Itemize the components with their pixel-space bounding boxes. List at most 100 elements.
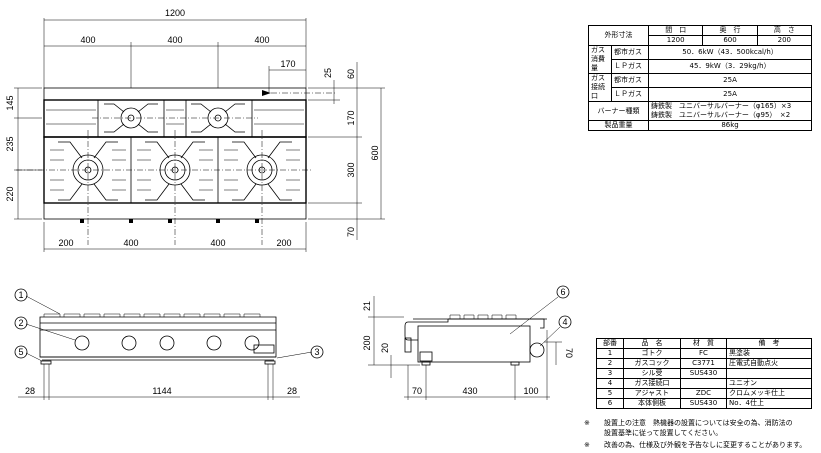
spec-city-gas-label: 都市ガス bbox=[610, 45, 650, 60]
part-name: シル受 bbox=[623, 368, 681, 379]
dim-left-145: 145 bbox=[5, 95, 15, 110]
part-note: 黒塗装 bbox=[726, 348, 812, 359]
svg-text:6: 6 bbox=[560, 287, 565, 297]
dim-400-1: 400 bbox=[80, 35, 95, 45]
spec-table: 外形寸法 間 口 奥 行 高 さ 1200 600 200 ガス消費量 都市ガス… bbox=[587, 25, 813, 131]
note-1-line-2: 設置基準に従って設置してください。 bbox=[604, 429, 723, 437]
dim-right-70: 70 bbox=[346, 227, 356, 237]
dim-430: 430 bbox=[462, 386, 477, 396]
spec-height: 200 bbox=[756, 35, 813, 46]
part-material: ZDC bbox=[679, 388, 728, 399]
spec-dims-label: 外形寸法 bbox=[587, 25, 650, 46]
spec-consumption-city: 50．6kW（43．500kcal/h） bbox=[648, 45, 812, 60]
note-mark: ※ bbox=[584, 441, 590, 449]
dim-bottom-400-1: 400 bbox=[123, 238, 138, 248]
dim-right-170: 170 bbox=[346, 110, 356, 125]
spec-connection-label: ガス接続口 bbox=[588, 73, 612, 102]
spec-depth: 600 bbox=[702, 35, 758, 46]
svg-text:1: 1 bbox=[18, 290, 23, 300]
part-no: 3 bbox=[595, 368, 625, 379]
spec-burner-label: バーナー種類 bbox=[587, 101, 650, 121]
part-note: 圧電式自動点火 bbox=[726, 358, 812, 369]
dim-left-220: 220 bbox=[5, 186, 15, 201]
spec-consumption-lp: 45．9kW（3．29kg/h） bbox=[648, 59, 812, 74]
spec-header-width: 間 口 bbox=[648, 25, 704, 36]
callout-6 bbox=[556, 285, 570, 299]
front-view: 28 1144 28 1 2 3 5 bbox=[14, 288, 324, 400]
part-name: ガスコック bbox=[623, 358, 681, 369]
note-1: ※ 設置上の注意 熱機器の設置については安全の為、消防法の 設置基準に従って設置し… bbox=[584, 418, 793, 438]
note-1-line-1: 設置上の注意 熱機器の設置については安全の為、消防法の bbox=[604, 419, 793, 427]
part-no: 1 bbox=[595, 348, 625, 359]
part-material: C3771 bbox=[679, 358, 728, 369]
spec-connection-lp: 25A bbox=[648, 87, 812, 102]
dim-right-25: 25 bbox=[323, 68, 333, 78]
spec-width: 1200 bbox=[648, 35, 704, 46]
part-material: FC bbox=[679, 348, 728, 359]
parts-header-row: 部番 品 名 材 質 備 考 bbox=[595, 338, 812, 349]
parts-header-material: 材 質 bbox=[679, 338, 728, 349]
part-material bbox=[679, 378, 728, 389]
dim-1144: 1144 bbox=[152, 386, 171, 396]
part-name: アジャスト bbox=[623, 388, 681, 399]
part-note bbox=[726, 368, 812, 379]
dim-right-300: 300 bbox=[346, 162, 356, 177]
spec-city-gas-label-2: 都市ガス bbox=[610, 73, 650, 88]
spec-burner-types: 鋳鉄製 ユニバーサルバーナー（φ165）×3 鋳鉄製 ユニバーサルバーナー（φ9… bbox=[648, 101, 812, 121]
part-note: ユニオン bbox=[726, 378, 812, 389]
dim-side-70: 70 bbox=[564, 348, 574, 358]
dim-28-left: 28 bbox=[25, 386, 35, 396]
dim-bottom-200-right: 200 bbox=[276, 238, 291, 248]
part-note: クロムメッキ仕上 bbox=[726, 388, 812, 399]
callout-1 bbox=[14, 288, 28, 302]
side-view: 21 200 20 70 70 430 100 6 4 bbox=[362, 285, 574, 400]
spec-header-height: 高 さ bbox=[756, 25, 813, 36]
note-mark: ※ bbox=[584, 419, 590, 427]
dim-28-right: 28 bbox=[287, 386, 297, 396]
spec-weight-label: 製品重量 bbox=[587, 120, 650, 131]
callout-2 bbox=[14, 316, 28, 330]
spec-connection-city: 25A bbox=[648, 73, 812, 88]
part-no: 5 bbox=[595, 388, 625, 399]
part-note: No．4仕上 bbox=[726, 398, 812, 409]
dim-1200: 1200 bbox=[165, 8, 185, 18]
spec-lp-gas-label-2: ＬＰガス bbox=[610, 87, 650, 102]
dim-200: 200 bbox=[362, 335, 372, 350]
dim-right-600: 600 bbox=[370, 145, 380, 160]
dim-400-3: 400 bbox=[254, 35, 269, 45]
spec-weight: 86kg bbox=[648, 120, 812, 131]
part-no: 2 bbox=[595, 358, 625, 369]
callout-5 bbox=[14, 345, 28, 359]
spec-lp-gas-label: ＬＰガス bbox=[610, 59, 650, 74]
part-material: SUS430 bbox=[679, 398, 728, 409]
part-name: 本体側板 bbox=[623, 398, 681, 409]
dim-100: 100 bbox=[523, 386, 538, 396]
note-2: ※ 改善の為、仕様及び外観を予告なしに変更することがあります。 bbox=[584, 440, 806, 450]
part-name: ガス接続口 bbox=[623, 378, 681, 389]
callout-3 bbox=[310, 345, 324, 359]
part-material: SUS430 bbox=[679, 368, 728, 379]
parts-header-name: 品 名 bbox=[623, 338, 681, 349]
parts-header-note: 備 考 bbox=[726, 338, 812, 349]
spec-header-depth: 奥 行 bbox=[702, 25, 758, 36]
dim-right-60: 60 bbox=[346, 69, 356, 79]
svg-text:5: 5 bbox=[18, 347, 23, 357]
callout-4 bbox=[558, 315, 572, 329]
parts-header-no: 部番 bbox=[595, 338, 625, 349]
top-view: 1200 400 400 400 170 bbox=[5, 8, 385, 252]
part-no: 4 bbox=[595, 378, 625, 389]
note-2-text: 改善の為、仕様及び外観を予告なしに変更することがあります。 bbox=[604, 441, 807, 449]
dim-21: 21 bbox=[362, 301, 372, 311]
part-no: 6 bbox=[595, 398, 625, 409]
spec-consumption-label: ガス消費量 bbox=[588, 45, 612, 74]
spec-burner-2: 鋳鉄製 ユニバーサルバーナー（φ95） ×2 bbox=[651, 111, 791, 119]
svg-text:2: 2 bbox=[18, 318, 23, 328]
part-name: ゴトク bbox=[623, 348, 681, 359]
